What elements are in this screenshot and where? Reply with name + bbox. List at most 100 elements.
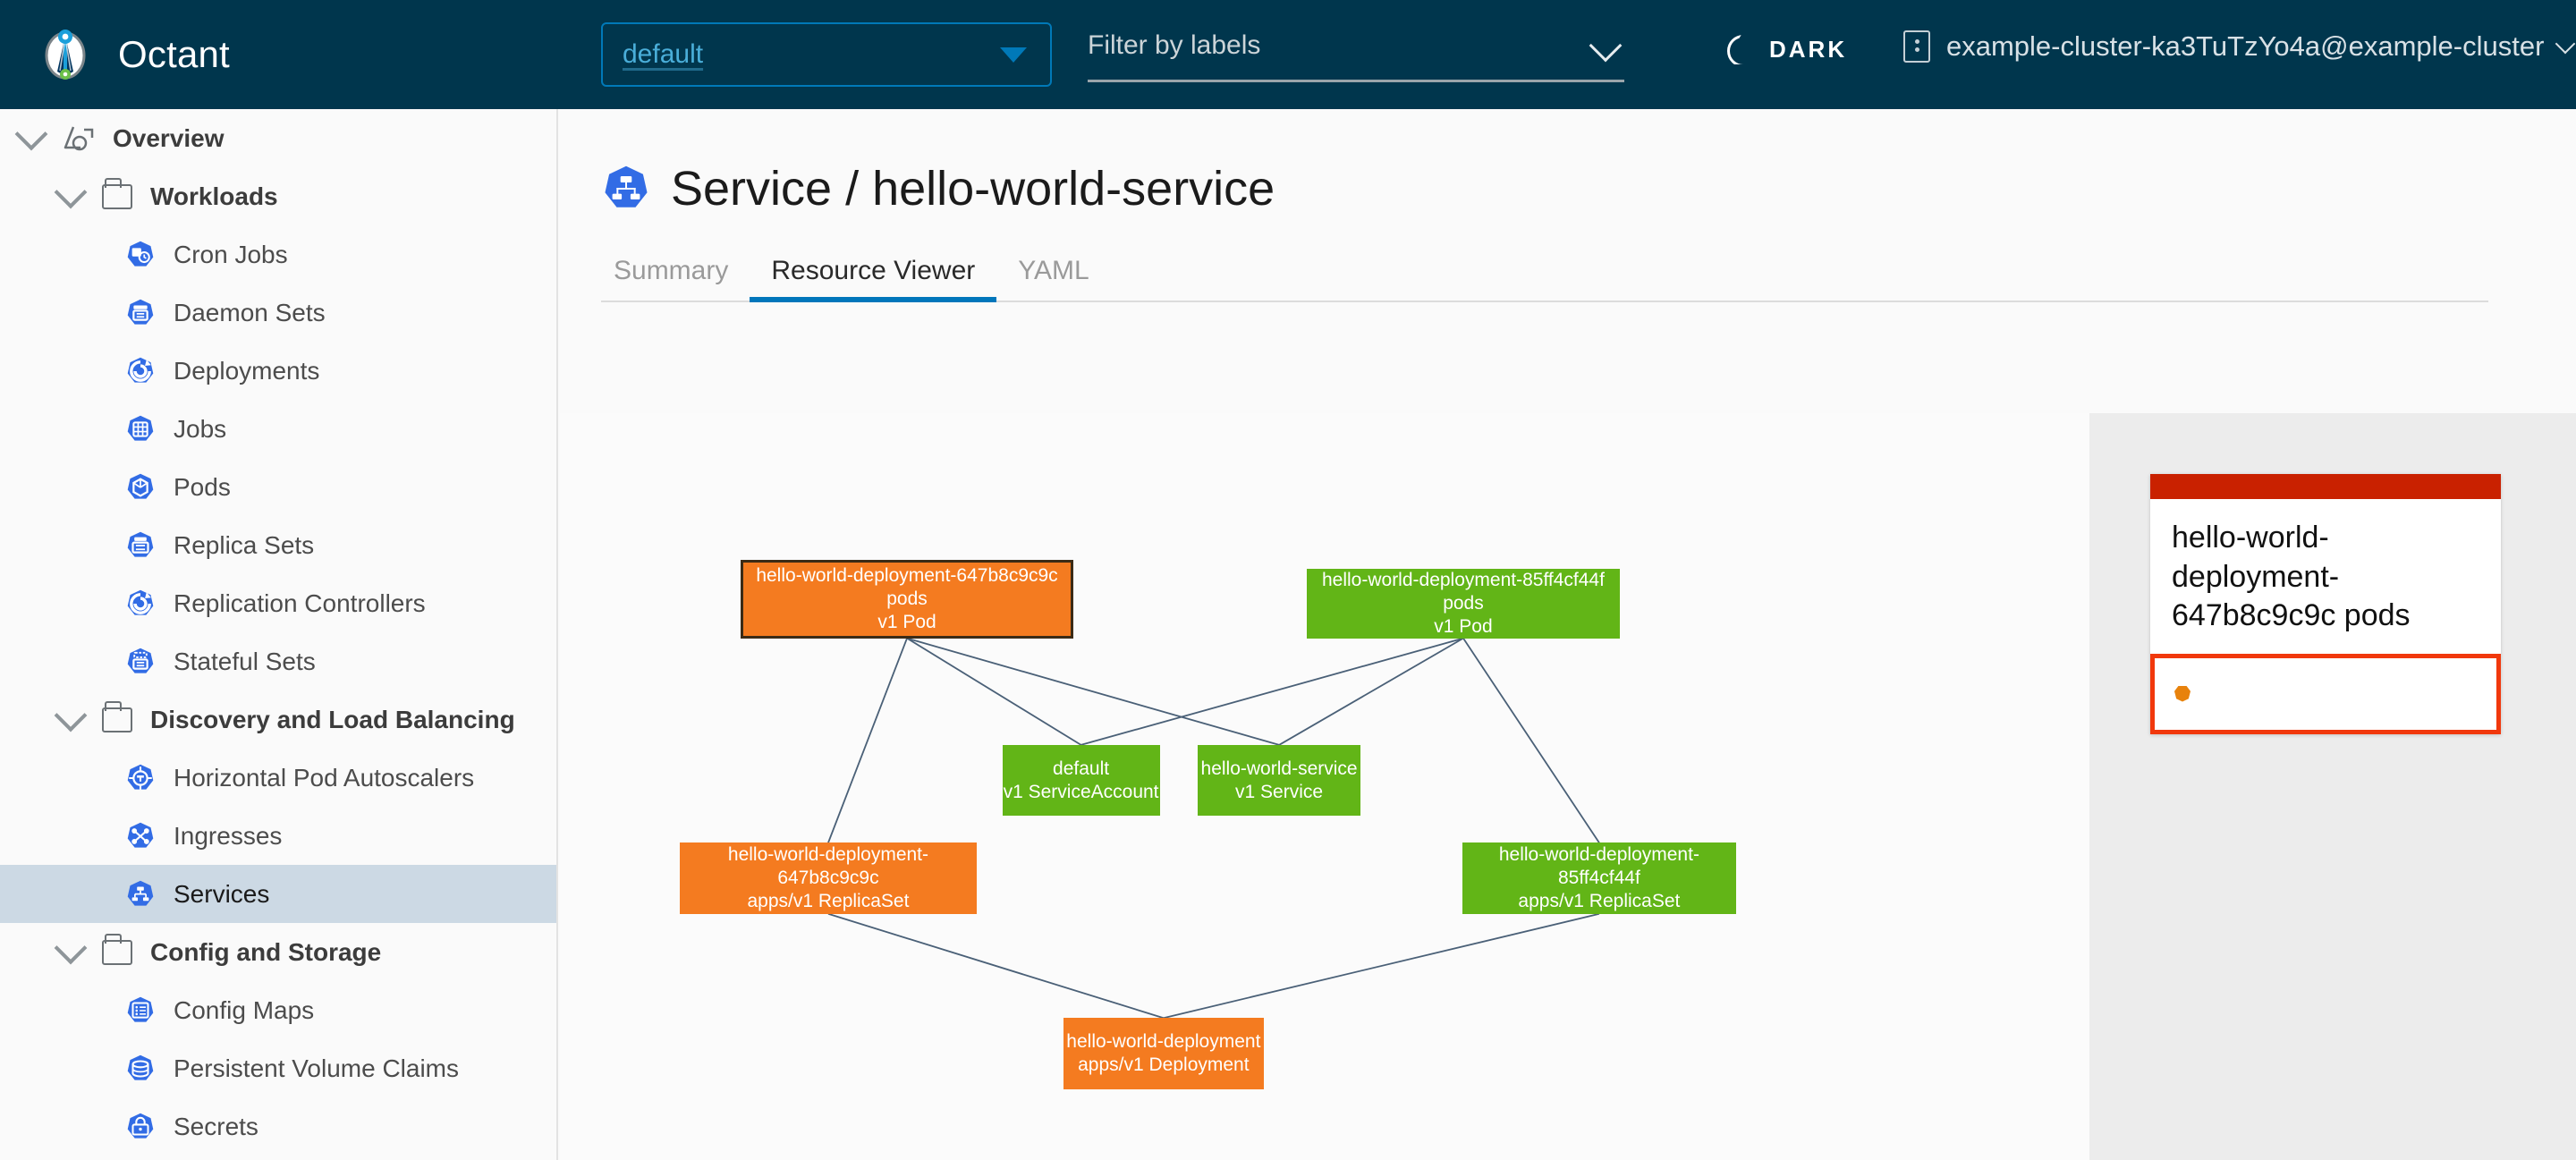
namespace-value: default xyxy=(623,39,704,69)
detail-card-status-bar xyxy=(2150,474,2501,499)
graph-node-kind: v1 ServiceAccount xyxy=(1003,781,1159,802)
tab-resource-viewer[interactable]: Resource Viewer xyxy=(750,256,997,302)
graph-node-kind: v1 Service xyxy=(1235,781,1324,802)
graph-node-name: hello-world-deployment xyxy=(1066,1030,1261,1052)
k8s-service-icon xyxy=(601,164,651,214)
k8s-replicaset-icon xyxy=(125,530,156,561)
detail-card-body xyxy=(2150,653,2501,734)
tab-bar[interactable]: Summary Resource Viewer YAML xyxy=(601,256,2488,302)
graph-edge xyxy=(906,637,1280,746)
k8s-ingress-icon xyxy=(125,821,156,851)
moon-icon xyxy=(1726,34,1757,64)
theme-toggle-label: DARK xyxy=(1769,35,1848,63)
graph-edges xyxy=(827,637,1600,1020)
cluster-icon xyxy=(1903,30,1930,63)
graph-edge xyxy=(1163,912,1600,1020)
folder-icon xyxy=(102,177,132,209)
sidebar-item-label: Replica Sets xyxy=(174,530,315,559)
app-header: Octant default Filter by labels DARK exa… xyxy=(0,0,2576,109)
graph-node-kind: v1 Pod xyxy=(1434,615,1493,637)
graph-edge xyxy=(827,912,1165,1020)
sidebar-item-deployments[interactable]: Deployments xyxy=(0,342,556,400)
graph-edge xyxy=(1462,638,1600,843)
sidebar-item-cron-jobs[interactable]: Cron Jobs xyxy=(0,225,556,284)
sidebar-item-overview[interactable]: Overview xyxy=(0,109,556,167)
graph-edge xyxy=(827,638,908,843)
k8s-replicationcontroller-icon xyxy=(125,588,156,619)
sidebar-item-label: Secrets xyxy=(174,1112,258,1140)
sidebar-item-pods[interactable]: Pods xyxy=(0,458,556,516)
graph-node-rs-85f[interactable]: hello-world-deployment-85ff4cf44f apps/v1… xyxy=(1462,842,1737,914)
page-title: Service / hello-world-service xyxy=(671,162,1275,216)
cluster-select[interactable]: example-cluster-ka3TuTzYo4a@example-clus… xyxy=(1903,30,2576,63)
k8s-cronjob-icon xyxy=(125,240,156,270)
graph-node-name: hello-world-deployment-647b8c9c9c xyxy=(727,843,929,888)
chevron-down-icon xyxy=(2555,33,2576,55)
sidebar-item-label: Jobs xyxy=(174,414,227,443)
sidebar-item-label: Horizontal Pod Autoscalers xyxy=(174,763,475,792)
sidebar-item-config-maps[interactable]: Config Maps xyxy=(0,981,556,1039)
graph-node-name: hello-world-deployment-85ff4cf44f pods xyxy=(1321,569,1605,614)
sidebar-item-ingresses[interactable]: Ingresses xyxy=(0,807,556,865)
graph-node-name: hello-world-deployment-85ff4cf44f xyxy=(1498,843,1699,888)
sidebar-item-label: Daemon Sets xyxy=(174,298,326,326)
sidebar-item-label: Deployments xyxy=(174,356,320,385)
sidebar-item-workloads[interactable]: Workloads xyxy=(0,167,556,225)
sidebar-item-label: Config and Storage xyxy=(150,937,382,966)
k8s-hpa-icon xyxy=(125,763,156,793)
tab-yaml[interactable]: YAML xyxy=(1018,256,1089,285)
k8s-daemonset-icon xyxy=(125,298,156,328)
graph-node-name: default xyxy=(1053,758,1110,779)
tab-summary[interactable]: Summary xyxy=(614,256,729,285)
k8s-secret-icon xyxy=(125,1112,156,1142)
octant-logo-icon xyxy=(38,27,93,82)
folder-icon xyxy=(102,700,132,732)
namespace-select[interactable]: default xyxy=(601,22,1052,87)
detail-card[interactable]: hello-world-deployment-647b8c9c9c pods xyxy=(2150,474,2501,734)
k8s-pvc-icon xyxy=(125,1054,156,1084)
sidebar-item-label: Workloads xyxy=(150,182,278,210)
chevron-down-icon[interactable] xyxy=(54,931,88,964)
sidebar-item-replication-controllers[interactable]: Replication Controllers xyxy=(0,574,556,632)
graph-edge xyxy=(1080,637,1464,746)
folder-icon xyxy=(102,933,132,965)
brand-name: Octant xyxy=(118,33,230,75)
sidebar-item-stateful-sets[interactable]: Stateful Sets xyxy=(0,632,556,690)
k8s-statefulset-icon xyxy=(125,647,156,677)
sidebar-item-discovery-and-load-balancing[interactable]: Discovery and Load Balancing xyxy=(0,690,556,749)
sidebar-item-daemon-sets[interactable]: Daemon Sets xyxy=(0,284,556,342)
sidebar-item-services[interactable]: Services xyxy=(0,865,556,923)
sidebar-item-jobs[interactable]: Jobs xyxy=(0,400,556,458)
sidebar-item-replica-sets[interactable]: Replica Sets xyxy=(0,516,556,574)
detail-panel: hello-world-deployment-647b8c9c9c pods xyxy=(2089,413,2576,1160)
label-filter-input[interactable]: Filter by labels xyxy=(1088,27,1624,82)
chevron-down-icon xyxy=(1000,47,1027,63)
theme-toggle-button[interactable]: DARK xyxy=(1726,34,1847,64)
sidebar-item-label: Pods xyxy=(174,472,231,501)
resource-viewer: hello-world-deployment-647b8c9c9c pods v1… xyxy=(560,413,2576,1160)
graph-node-kind: apps/v1 ReplicaSet xyxy=(1518,891,1681,912)
detail-card-title: hello-world-deployment-647b8c9c9c pods xyxy=(2172,521,2411,633)
sidebar-item-secrets[interactable]: Secrets xyxy=(0,1097,556,1156)
brand: Octant xyxy=(38,27,230,82)
sidebar-item-label: Ingresses xyxy=(174,821,283,850)
graph-node-kind: v1 Pod xyxy=(877,611,936,632)
sidebar-item-label: Services xyxy=(174,879,270,908)
chevron-down-icon[interactable] xyxy=(14,117,48,150)
sidebar-item-horizontal-pod-autoscalers[interactable]: Horizontal Pod Autoscalers xyxy=(0,749,556,807)
sidebar-item-config-and-storage[interactable]: Config and Storage xyxy=(0,923,556,981)
sidebar-item-persistent-volume-claims[interactable]: Persistent Volume Claims xyxy=(0,1039,556,1097)
chevron-down-icon[interactable] xyxy=(54,175,88,208)
k8s-service-icon xyxy=(125,879,156,910)
overview-icon xyxy=(63,124,95,153)
sidebar-item-label: Replication Controllers xyxy=(174,588,426,617)
chevron-down-icon[interactable] xyxy=(54,699,88,732)
